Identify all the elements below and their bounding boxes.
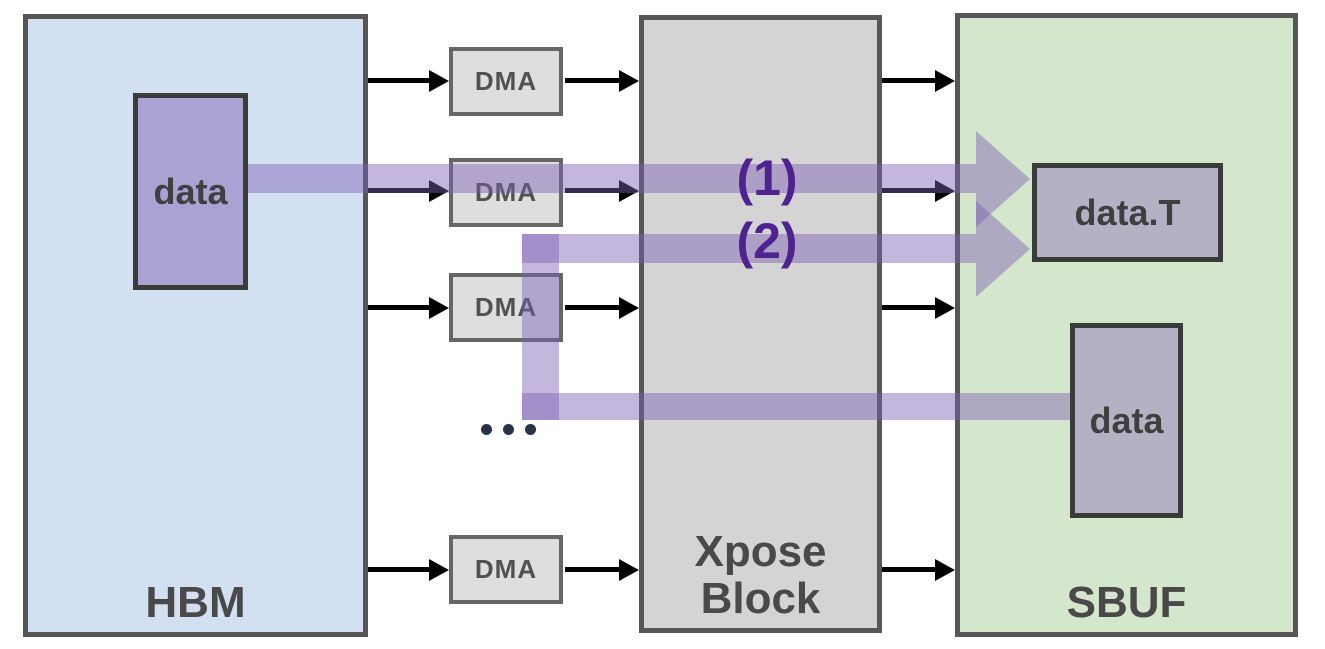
dma-unit-2-label: DMA [474,177,538,207]
ellipsis-icon [481,424,536,435]
hbm-label: HBM [145,578,246,627]
ellipsis-dot [525,424,536,435]
path1-arrowhead-icon [976,131,1030,227]
sbuf-data-t-label: data.T [1074,191,1181,233]
arrow-xpose-to-sbuf-1 [882,69,955,92]
arrow-xpose-to-sbuf-4 [882,558,955,581]
arrow-dma2-to-xpose [565,179,639,202]
hbm-data-box: data [133,93,248,290]
arrow-hbm-to-dma2 [368,179,449,202]
sbuf-data-box: data [1070,323,1183,518]
dma-unit-1-label: DMA [474,66,538,96]
path2-band-vertical [522,234,559,420]
path2-label: (2) [736,213,798,269]
path2-band-bottom [522,393,1070,420]
sbuf-data-label: data [1089,399,1164,441]
xpose-label-line1: Xpose [694,527,827,576]
sbuf-data-t-box: data.T [1032,163,1223,262]
dma-unit-2: DMA [449,158,563,227]
path1-band [248,164,976,193]
path2-arrowhead-icon [976,201,1030,297]
arrow-hbm-to-dma1 [368,69,449,92]
arrow-dma3-to-xpose [565,296,639,319]
arrow-xpose-to-sbuf-2 [882,179,955,202]
dma-unit-4: DMA [449,535,563,604]
path1-label: (1) [736,150,798,206]
sbuf-label: SBUF [1066,578,1187,627]
hbm-data-label: data [153,170,228,212]
path2-band-top [522,234,976,263]
xpose-label-line2: Block [700,574,821,623]
xpose-block: Xpose Block [639,15,882,633]
arrow-hbm-to-dma4 [368,558,449,581]
arrow-dma1-to-xpose [565,69,639,92]
arrow-hbm-to-dma3 [368,296,449,319]
arrow-dma4-to-xpose [565,558,639,581]
ellipsis-dot [503,424,514,435]
dma-unit-1: DMA [449,47,563,116]
arrow-xpose-to-sbuf-3 [882,296,955,319]
dma-unit-4-label: DMA [474,554,538,584]
dma-unit-3-label: DMA [474,292,538,322]
ellipsis-dot [481,424,492,435]
dma-unit-3: DMA [449,273,563,342]
xpose-label: Xpose Block [644,528,877,622]
